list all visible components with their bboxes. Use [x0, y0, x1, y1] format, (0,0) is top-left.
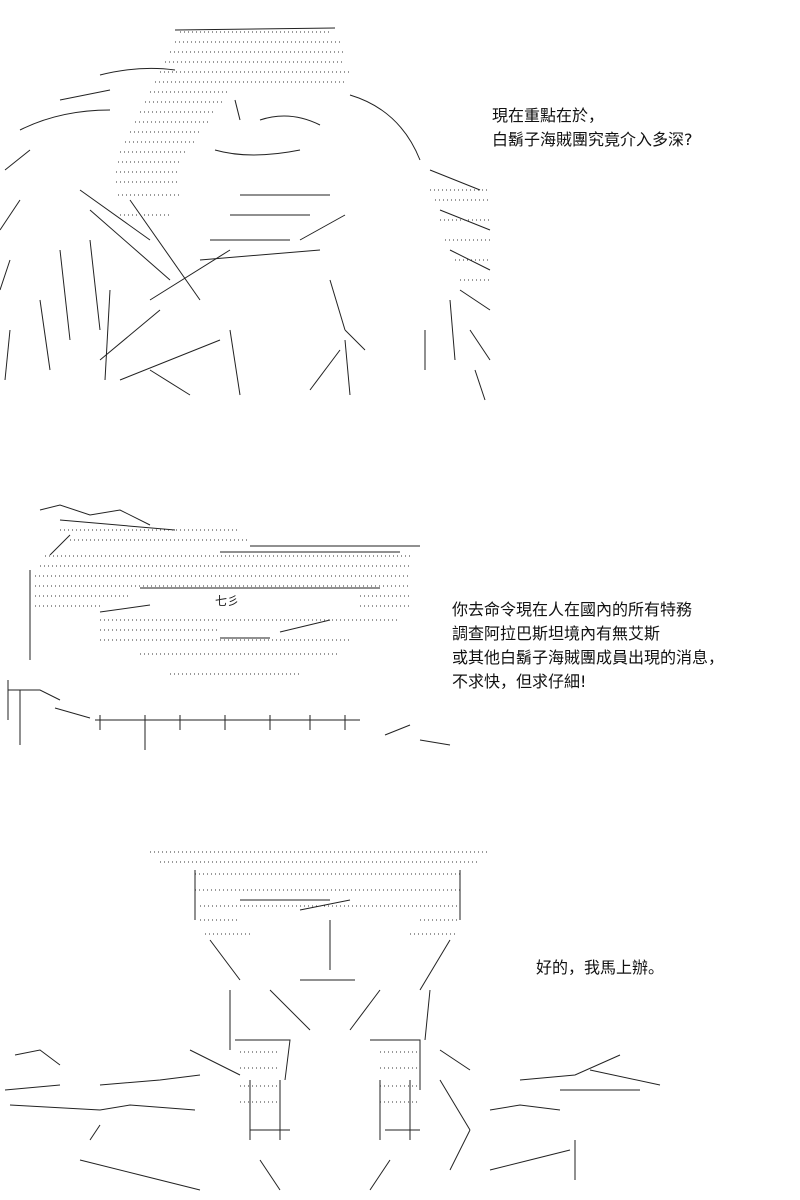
speech-panel-2: 你去命令現在人在國內的所有特務 調查阿拉巴斯坦境內有無艾斯 或其他白鬍子海賊團成…	[452, 598, 724, 694]
panel-2-ascii-art: 七彡	[0, 490, 460, 760]
speech-line: 你去命令現在人在國內的所有特務	[452, 600, 693, 619]
speech-line: 調查阿拉巴斯坦境內有無艾斯	[452, 624, 661, 643]
speech-line: 不求快，但求仔細!	[452, 672, 587, 691]
hat-crown	[116, 31, 350, 183]
speech-panel-3: 好的，我馬上辦。	[536, 956, 664, 980]
speech-line: 或其他白鬍子海賊團成員出現的消息，	[452, 648, 725, 667]
collar-shading	[240, 1051, 418, 1103]
panel-2: 七彡 你去命令現在人在國內的所有特務 調查阿拉巴斯坦境內有無艾斯 或其他白鬍子海…	[0, 490, 800, 770]
brim-shading	[35, 529, 410, 675]
eye-glyphs: 七彡	[215, 594, 239, 608]
hat-top-shading	[150, 851, 490, 935]
speech-line: 好的，我馬上辦。	[536, 958, 665, 977]
panel-3-ascii-art	[0, 840, 680, 1200]
figure-outline	[0, 27, 491, 401]
figure-outline	[4, 870, 661, 1191]
speech-line: 白鬍子海賊團究竟介入多深?	[492, 130, 693, 149]
speech-line: 現在重點在於，	[492, 106, 605, 125]
coat-shading	[118, 189, 490, 281]
panel-1: 現在重點在於， 白鬍子海賊團究竟介入多深?	[0, 0, 800, 420]
panel-1-ascii-art	[0, 0, 500, 410]
hat-brim-outline	[7, 504, 451, 750]
panel-3: 好的，我馬上辦。	[0, 840, 800, 1200]
speech-panel-1: 現在重點在於， 白鬍子海賊團究竟介入多深?	[492, 104, 693, 152]
